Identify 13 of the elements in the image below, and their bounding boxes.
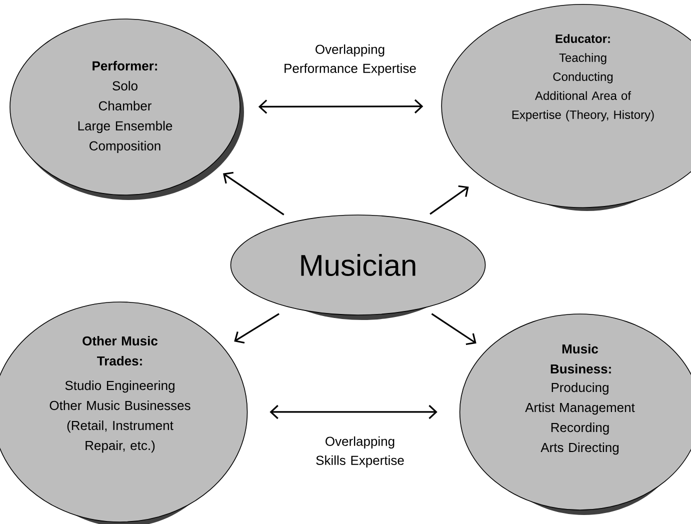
ellipse-node: Educator: Teaching Conducting Additional Area of Expertise (Theory, History) [441,4,691,211]
ellipse-node: Other Music Trades: Studio Engineering Other Music Businesses (Retail, Instrument Repair, etc.) [0,302,248,524]
ellipse-node: Performer: Solo Chamber Large Ensemble Composition [10,18,244,200]
arrow [431,313,476,346]
arrow [270,404,438,420]
edge-label: Overlapping Performance Expertise [284,44,416,76]
ellipse-node: Musician [230,214,486,320]
arrow [234,313,280,344]
ellipse-node: Music Business: Producing Artist Management Recording Arts Directing [459,314,691,515]
edge-label: Overlapping Skills Expertise [316,436,404,468]
arrow [430,185,469,215]
arrow [223,172,284,216]
arrow [258,99,424,114]
